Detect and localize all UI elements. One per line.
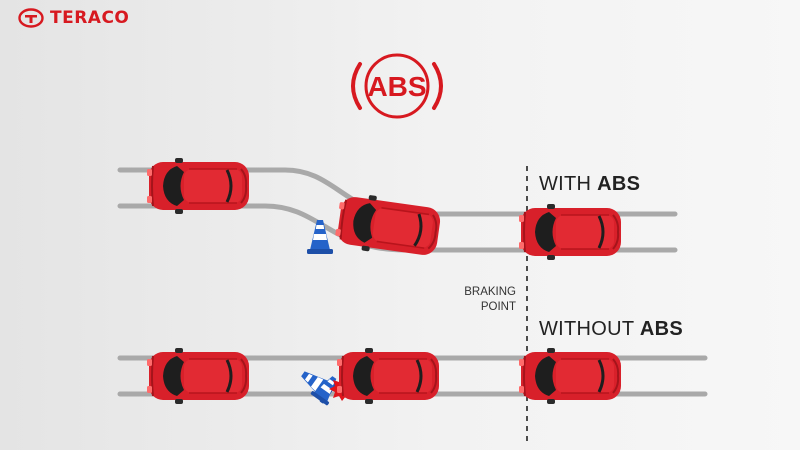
brand-name: TERACO: [50, 8, 130, 28]
braking-point-label: BRAKING POINT: [464, 285, 516, 315]
label-with-abs-prefix: WITH: [539, 173, 592, 195]
abs-badge-text: ABS: [367, 71, 426, 102]
brand-logo: TERACO: [18, 8, 129, 28]
label-without-abs-prefix: WITHOUT: [539, 318, 635, 340]
label-without-abs: WITHOUT ABS: [539, 318, 683, 341]
car-without-abs-end: [517, 346, 623, 406]
braking-point-line2: POINT: [480, 301, 516, 313]
abs-warning-icon: ABS: [351, 53, 443, 119]
braking-point-line1: BRAKING: [464, 286, 516, 298]
car-with-abs-end: [517, 202, 623, 262]
car-with-abs-start: [145, 156, 251, 216]
label-with-abs-bold: ABS: [597, 173, 641, 195]
traffic-cone-icon: [307, 220, 333, 254]
car-without-abs-collision: [335, 346, 441, 406]
car-without-abs-start: [145, 346, 251, 406]
label-without-abs-bold: ABS: [639, 318, 684, 340]
teraco-logo-icon: [18, 8, 44, 28]
label-with-abs: WITH ABS: [539, 173, 640, 196]
